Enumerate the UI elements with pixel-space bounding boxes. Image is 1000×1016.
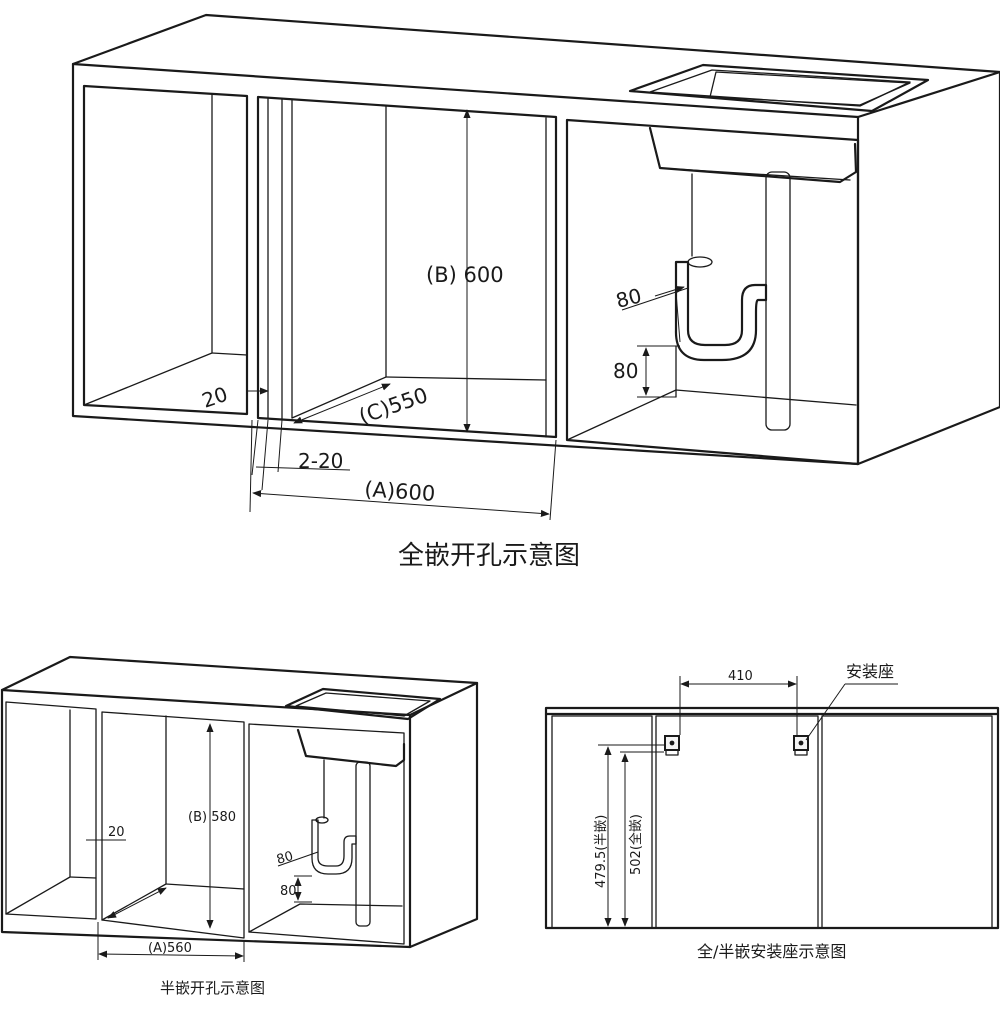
full-embed-cabinet: (B) 600 (C)550 20 2-20 (A)600	[71, 13, 1000, 571]
half-dim-b: (B) 580	[188, 723, 236, 929]
mount-dim-spacing: 410	[679, 669, 798, 735]
full-c-label: (C)550	[356, 383, 431, 429]
mount-caption: 全/半嵌安装座示意图	[697, 942, 846, 961]
mount-seat-callout: 安装座	[805, 662, 898, 741]
half-sink-rim	[284, 687, 442, 721]
mount-seat-right	[793, 735, 809, 756]
full-sink-rim	[628, 63, 930, 113]
mount-dim-heights: 479.5(半嵌) 502(全嵌)	[594, 744, 664, 927]
full-drain-pipe	[765, 171, 791, 431]
half-sink-bowl	[296, 728, 406, 768]
full-dim-a: (A)600	[249, 419, 557, 521]
half-embed-caption: 半嵌开孔示意图	[160, 979, 265, 997]
full-embed-caption: 全嵌开孔示意图	[398, 541, 580, 571]
half-cabinet-outline	[0, 655, 479, 949]
half-b-label: (B) 580	[188, 810, 236, 825]
mount-seat-label: 安装座	[846, 662, 894, 681]
half-pipe80-side-label: 80	[280, 884, 297, 899]
full-middle-compartment	[256, 95, 558, 439]
full-dim-2-20: 2-20	[251, 419, 351, 491]
half-pipe80-top-label: 80	[275, 849, 295, 868]
half-sink-compartment	[248, 687, 442, 945]
full-left-compartment	[82, 84, 249, 416]
full-gap2-20-label: 2-20	[298, 449, 343, 473]
mount-h-full-label: 502(全嵌)	[628, 814, 644, 875]
full-pipe80-top-label: 80	[613, 283, 644, 312]
half-drain-pipe	[355, 761, 371, 927]
full-sink-compartment	[565, 63, 930, 466]
half-dim-pipe: 80 80	[275, 849, 319, 903]
mount-h-half-label: 479.5(半嵌)	[594, 815, 609, 888]
mount-seat-left	[664, 735, 680, 756]
full-dim-b: (B) 600	[426, 109, 504, 433]
half-dim-depth	[107, 887, 167, 919]
mount-cabinet-front	[544, 706, 1000, 930]
full-p-trap	[674, 260, 768, 362]
full-pipe80-side-label: 80	[613, 359, 638, 383]
full-dim-pipe: 80 80	[613, 283, 689, 398]
half-dim-a: (A)560	[97, 922, 245, 962]
full-sink-bowl	[648, 126, 858, 184]
full-b-label: (B) 600	[426, 263, 504, 287]
full-a-label: (A)600	[364, 477, 436, 506]
half-a-label: (A)560	[148, 941, 192, 956]
half-embed-cabinet: (B) 580 20 (A)560 80 80 半嵌开孔示意图	[0, 655, 479, 997]
half-dim-20: 20	[86, 825, 126, 841]
mount-spacing-label: 410	[728, 669, 753, 684]
mounting-seat-diagram: 410 安装座 479.5(半嵌) 502(全嵌) 全/半嵌安装座示意图	[544, 662, 1000, 961]
full-gap20-label: 20	[199, 382, 231, 413]
full-cabinet-outline	[71, 13, 1000, 466]
half-left-compartment	[5, 701, 97, 920]
half-gap20-label: 20	[108, 825, 125, 840]
